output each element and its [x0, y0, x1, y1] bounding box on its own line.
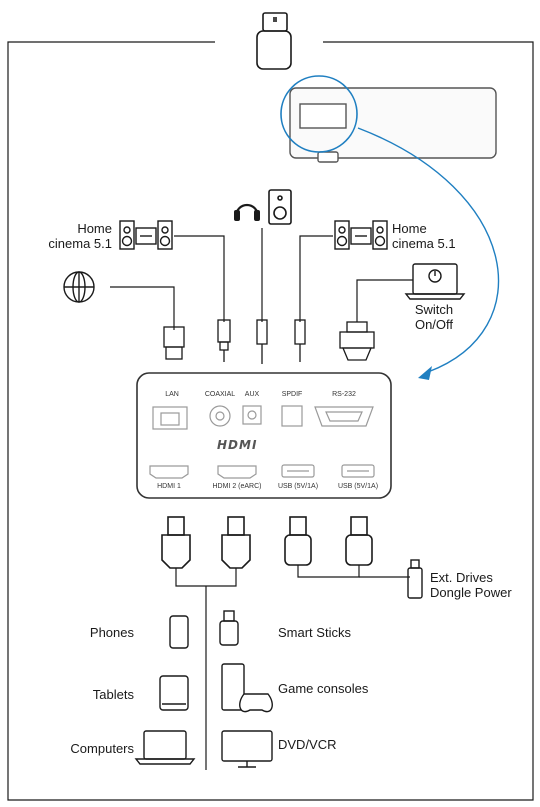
aux-port[interactable] — [242, 405, 262, 425]
zoom-arrowhead — [418, 366, 432, 380]
usb-plug-icon-1 — [284, 516, 312, 566]
switch-label: Switch On/Off — [414, 302, 454, 332]
hdmi-plug-icon-1 — [161, 516, 191, 569]
computers-label: Computers — [70, 741, 134, 756]
smart-stick-icon — [219, 610, 239, 646]
spdif-port[interactable] — [281, 405, 303, 427]
game-console-icon — [221, 663, 273, 713]
coaxial-port-label: COAXIAL — [204, 391, 236, 398]
smart-sticks-label: Smart Sticks — [278, 625, 351, 640]
laptop-icon — [134, 730, 196, 765]
projector-zoom-circle — [280, 75, 358, 153]
globe-icon — [63, 271, 95, 303]
upper-cables — [110, 228, 413, 330]
usb-plug-icon-2 — [345, 516, 373, 566]
home-cinema-icon-right — [334, 220, 388, 250]
connector-panel — [136, 372, 392, 499]
phones-label: Phones — [89, 625, 134, 640]
hdmi2-port-label: HDMI 2 (eARC) — [212, 483, 262, 490]
lan-plug-icon — [163, 326, 185, 360]
rs232-port-label: RS-232 — [332, 391, 356, 398]
usb1-port-label: USB (5V/1A) — [277, 483, 319, 490]
ext-drives-label: Ext. Drives Dongle Power — [430, 570, 512, 600]
usb2-port[interactable] — [341, 464, 375, 478]
tablets-label: Tablets — [92, 687, 134, 702]
hdmi-logo: HDMI — [217, 438, 258, 452]
lower-cables — [175, 565, 410, 770]
coaxial-port[interactable] — [209, 405, 231, 427]
home-cinema-icon-left — [119, 220, 173, 250]
zoom-arrow — [357, 127, 500, 373]
dvd-vcr-label: DVD/VCR — [278, 737, 337, 752]
lan-port-label: LAN — [165, 391, 179, 398]
home-cinema-right-label: Home cinema 5.1 — [392, 221, 456, 251]
phone-icon — [169, 615, 189, 649]
home-cinema-left-label: Home cinema 5.1 — [48, 221, 112, 251]
rs232-plug-icon — [339, 321, 375, 361]
usb2-port-label: USB (5V/1A) — [337, 483, 379, 490]
spdif-port-label: SPDIF — [281, 391, 303, 398]
rs232-port[interactable] — [314, 406, 374, 427]
hdmi-plug-icon-2 — [221, 516, 251, 569]
usb1-port[interactable] — [281, 464, 315, 478]
hdmi1-port[interactable] — [149, 465, 189, 479]
aux-plug-icon — [256, 319, 268, 364]
headphones-icon — [234, 203, 260, 221]
hdmi2-port[interactable] — [217, 465, 257, 479]
usb-stick-icon — [407, 559, 423, 599]
spdif-plug-icon — [294, 319, 306, 362]
lan-port[interactable] — [152, 406, 188, 430]
projector-icon — [289, 87, 497, 163]
laptop-switch-icon — [404, 263, 466, 300]
tv-icon — [221, 730, 273, 768]
outer-frame — [7, 41, 534, 801]
game-consoles-label: Game consoles — [278, 681, 369, 696]
hdmi1-port-label: HDMI 1 — [157, 483, 181, 490]
coaxial-plug-icon — [217, 319, 231, 362]
tablet-icon — [159, 675, 189, 711]
aux-port-label: AUX — [244, 391, 260, 398]
usb-plug-icon — [256, 12, 292, 70]
speaker-icon — [268, 189, 292, 225]
